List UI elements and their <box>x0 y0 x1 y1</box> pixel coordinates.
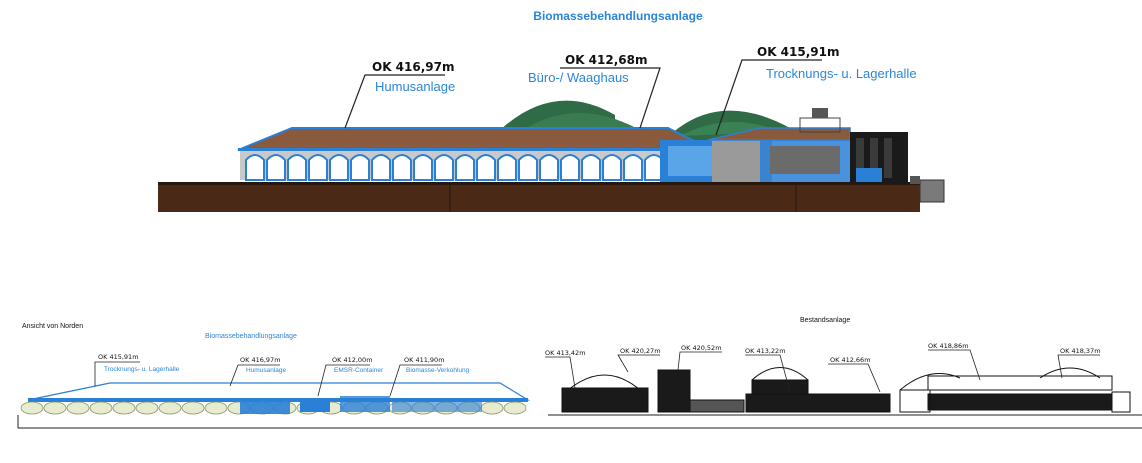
arch-bay <box>392 154 412 181</box>
left-elev-3: OK 412,00m <box>332 356 373 364</box>
top-title: Biomassebehandlungsanlage <box>533 9 703 23</box>
arch-bay <box>539 154 559 181</box>
left-name-3: EMSR-Container <box>334 367 384 374</box>
bottom-bay <box>112 401 136 415</box>
top-leaders <box>344 59 822 136</box>
right-title: Bestandsanlage <box>800 317 850 324</box>
bottom-bay <box>480 401 504 415</box>
right-elev-1: OK 413,42m <box>545 349 586 357</box>
left-elev-2: OK 416,97m <box>240 356 281 364</box>
arch-bay <box>371 154 391 181</box>
arch-bay <box>476 154 496 181</box>
arch-bay <box>308 154 328 181</box>
bottom-bay <box>204 401 228 415</box>
arch-bay <box>560 154 580 181</box>
arch-bay <box>287 154 307 181</box>
right-existing-plant <box>561 367 1131 413</box>
arch-bay <box>602 154 622 181</box>
bottom-bay <box>20 401 44 415</box>
arch-bay <box>329 154 349 181</box>
right-elev-7: OK 418,37m <box>1060 347 1101 355</box>
left-title: Biomassebehandlungsanlage <box>205 333 297 340</box>
arch-bay <box>623 154 643 181</box>
right-elev-2: OK 420,27m <box>620 347 661 355</box>
arch-bay <box>245 154 265 181</box>
top-ground <box>158 176 945 212</box>
bottom-bay <box>158 401 182 415</box>
right-elev-3: OK 420,52m <box>681 344 722 352</box>
humusanlage-building <box>237 127 713 181</box>
trocknung-elevation: OK 415,91m <box>757 45 840 59</box>
arch-bay <box>518 154 538 181</box>
right-elev-4: OK 413,22m <box>745 347 786 355</box>
right-leaders <box>545 349 1100 393</box>
arch-bay <box>455 154 475 181</box>
right-buildings <box>660 108 908 184</box>
bottom-bay <box>89 401 113 415</box>
left-elev-4: OK 411,90m <box>404 356 445 364</box>
humus-label: Humusanlage <box>375 79 455 94</box>
bottom-ground <box>17 414 1142 429</box>
arch-bay <box>581 154 601 181</box>
right-elev-6: OK 418,86m <box>928 342 969 350</box>
arch-bay <box>497 154 517 181</box>
right-elev-5: OK 412,66m <box>830 356 871 364</box>
bottom-bay <box>135 401 159 415</box>
left-name-1: Trocknungs- u. Lagerhalle <box>104 366 180 373</box>
bottom-bay <box>181 401 205 415</box>
bottom-bay <box>66 401 90 415</box>
bottom-bay <box>503 401 527 415</box>
buero-elevation: OK 412,68m <box>565 53 648 67</box>
humus-elevation: OK 416,97m <box>372 60 455 74</box>
trocknung-label: Trocknungs- u. Lagerhalle <box>766 66 917 81</box>
left-name-2: Humusanlage <box>246 367 286 374</box>
left-name-4: Biomasse-Verkohlung <box>406 367 470 374</box>
arch-bay <box>350 154 370 181</box>
left-elev-1: OK 415,91m <box>98 353 139 361</box>
left-new-plant <box>20 382 531 415</box>
arch-bay <box>266 154 286 181</box>
arch-bay <box>434 154 454 181</box>
buero-label: Büro-/ Waaghaus <box>528 70 629 85</box>
view-label: Ansicht von Norden <box>22 323 83 330</box>
arch-bay <box>413 154 433 181</box>
left-leaders <box>94 361 442 397</box>
bottom-bay <box>43 401 67 415</box>
